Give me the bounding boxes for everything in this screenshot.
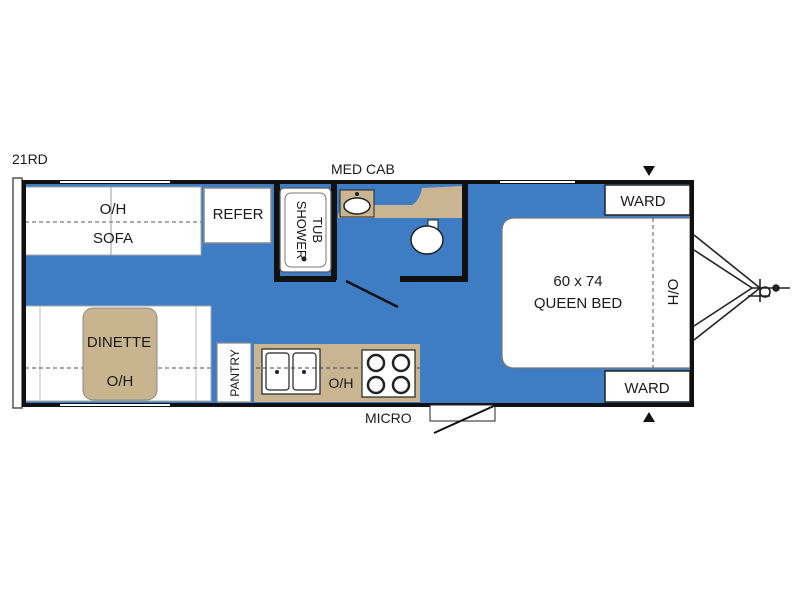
outer-wall-top (22, 180, 692, 184)
pantry-label: PANTRY (228, 349, 242, 397)
dinette: DINETTE O/H (24, 305, 212, 402)
kitchen-sink (261, 348, 321, 395)
med-cab-label: MED CAB (331, 161, 395, 177)
shower-label: SHOWER (294, 201, 309, 260)
stove (361, 349, 416, 398)
window-sofa (60, 181, 170, 183)
bed-oh-label: O/H (664, 279, 681, 306)
bed-name-label: QUEEN BED (534, 295, 623, 312)
ward-bottom-label: WARD (624, 380, 669, 397)
arrow-up-marker (643, 412, 655, 422)
ward-top: WARD (604, 184, 691, 216)
bath-wall-right (462, 183, 468, 280)
ward-bottom: WARD (604, 370, 691, 403)
sofa-label: SOFA (93, 230, 133, 247)
outer-wall-bottom (22, 403, 692, 407)
rear-bumper (12, 177, 23, 409)
sofa: O/H SOFA (24, 186, 202, 256)
tub-label: TUB (310, 217, 325, 243)
outer-wall-rear (22, 180, 26, 407)
queen-bed: 60 x 74 QUEEN BED O/H (501, 217, 691, 369)
window-dinette (60, 404, 170, 406)
bathroom-sink (339, 189, 375, 218)
arrow-down-marker (643, 166, 655, 176)
refer-label: REFER (213, 206, 264, 223)
bath-wall-bottom-right (400, 276, 468, 282)
dinette-oh-label: O/H (107, 373, 134, 390)
window-bed (500, 181, 575, 183)
bath-wall-left (274, 183, 280, 280)
toilet (410, 219, 444, 255)
dinette-label: DINETTE (87, 334, 151, 351)
sofa-oh-label: O/H (100, 201, 127, 218)
bath-wall-bottom-left (274, 276, 336, 282)
model-label: 21RD (12, 151, 48, 167)
kitchen-counter: O/H (254, 344, 420, 402)
micro-label: MICRO (365, 410, 412, 426)
ward-top-label: WARD (620, 193, 665, 210)
bathroom-door (345, 279, 399, 309)
tub-shower: TUB SHOWER (279, 187, 332, 273)
bed-size-label: 60 x 74 (553, 273, 602, 290)
pantry: PANTRY (216, 342, 252, 403)
kitchen-oh-label: O/H (329, 375, 354, 391)
outer-wall-front (690, 180, 694, 407)
hitch-tongue (693, 234, 790, 341)
entry-door (429, 404, 497, 434)
refrigerator: REFER (203, 187, 272, 244)
bath-wall-mid (331, 183, 337, 280)
